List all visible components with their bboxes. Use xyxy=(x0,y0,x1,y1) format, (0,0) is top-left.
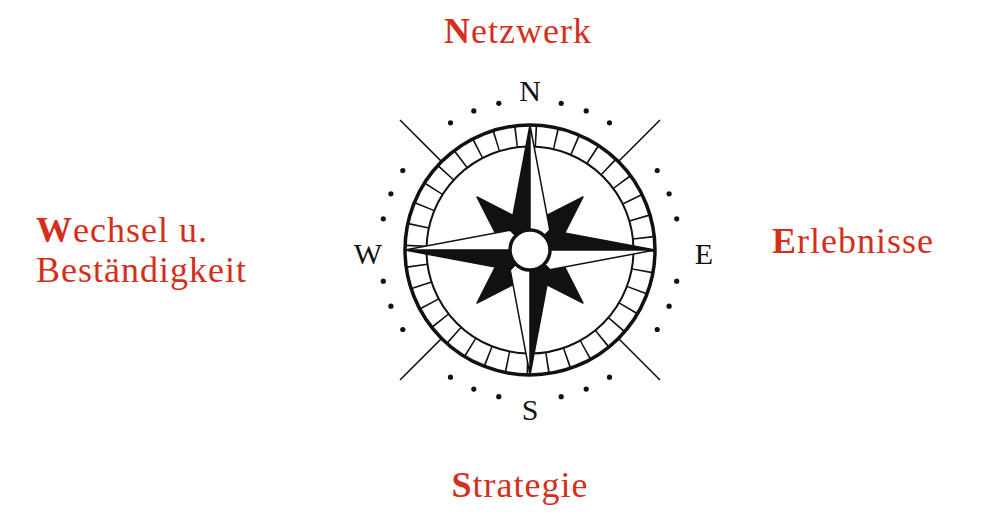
compass-dot xyxy=(496,394,501,399)
compass-dot xyxy=(496,101,501,106)
compass-dot xyxy=(674,279,679,284)
compass-dot xyxy=(381,216,386,221)
compass-ring xyxy=(405,125,655,375)
compass-dot xyxy=(448,120,453,125)
diagonal-line xyxy=(400,120,660,380)
compass-dot xyxy=(607,120,612,125)
compass-dot xyxy=(400,168,405,173)
compass-dot xyxy=(667,191,672,196)
compass-dot xyxy=(655,327,660,332)
compass-letter: E xyxy=(695,237,713,270)
compass-dot xyxy=(388,191,393,196)
compass-dot xyxy=(584,108,589,113)
compass-ring xyxy=(405,125,655,375)
compass-dot xyxy=(388,304,393,309)
compass-dot xyxy=(381,279,386,284)
compass-dot xyxy=(471,108,476,113)
compass-letter: N xyxy=(519,74,541,107)
compass-dot xyxy=(607,375,612,380)
diagonal-line xyxy=(400,120,660,380)
compass-star xyxy=(405,125,655,375)
compass-star xyxy=(510,230,550,270)
compass-letter: W xyxy=(354,237,382,270)
diagonal-line xyxy=(400,120,660,380)
compass-dot xyxy=(559,101,564,106)
direction-label: Strategie xyxy=(452,466,589,506)
compass-dot xyxy=(674,216,679,221)
direction-label: Wechsel u. Beständigkeit xyxy=(36,211,326,290)
direction-label: Netzwerk xyxy=(444,12,592,52)
compass-dot xyxy=(400,327,405,332)
compass-dot xyxy=(559,394,564,399)
compass-dot xyxy=(471,387,476,392)
compass-dot xyxy=(655,168,660,173)
compass-letter: S xyxy=(522,393,539,426)
compass-dot xyxy=(667,304,672,309)
compass-dot xyxy=(448,375,453,380)
compass-dot xyxy=(584,387,589,392)
compass-dot xyxy=(381,101,680,400)
direction-label: Erlebnisse xyxy=(772,222,934,262)
